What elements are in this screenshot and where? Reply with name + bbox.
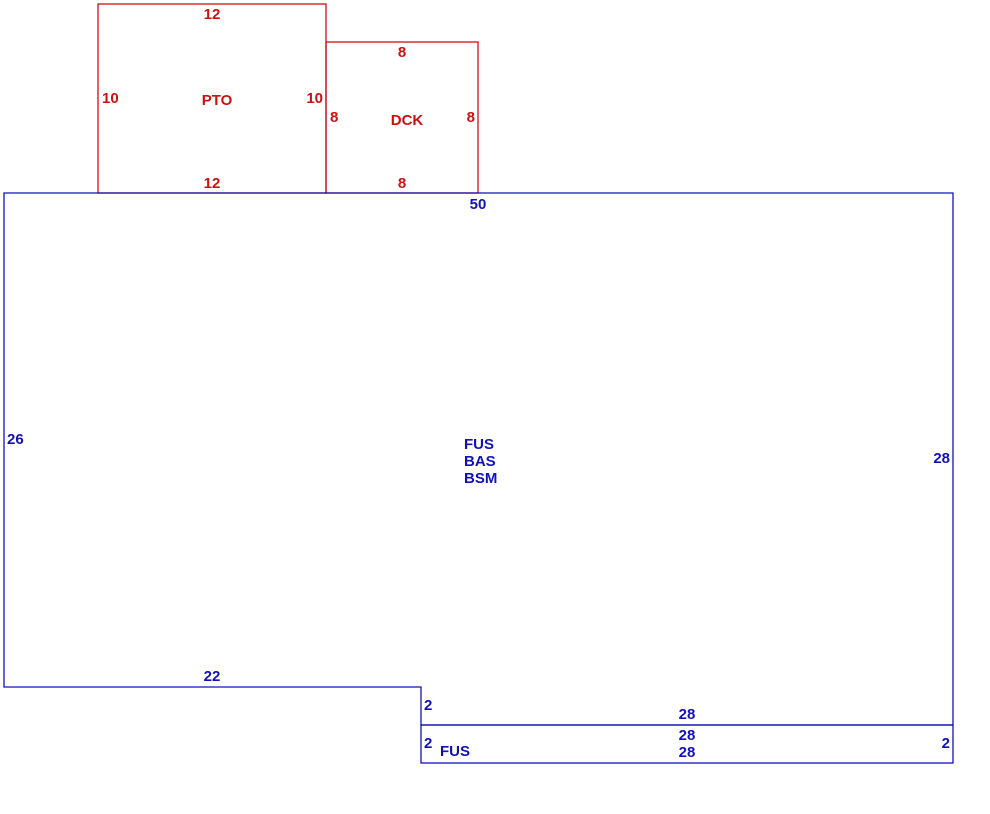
dck-dim-right: 8 — [467, 109, 475, 126]
lower-code: FUS — [440, 743, 470, 760]
lower-fus-outline — [420, 724, 954, 764]
main-code-2: BAS — [464, 453, 496, 470]
dck-dim-left: 8 — [330, 109, 338, 126]
lower-dim-right: 2 — [942, 735, 950, 752]
lower-dim-left: 2 — [424, 735, 432, 752]
main-dim-top: 50 — [470, 196, 487, 213]
main-dim-bottom-right: 28 — [679, 706, 696, 723]
pto-code: PTO — [202, 92, 233, 109]
main-dim-right: 28 — [933, 450, 950, 467]
lower-dim-top: 28 — [679, 727, 696, 744]
lower-dim-bottom: 28 — [679, 744, 696, 761]
main-dim-step: 2 — [424, 697, 432, 714]
dck-code: DCK — [391, 112, 424, 129]
dck-dim-bottom: 8 — [398, 175, 406, 192]
pto-dim-left: 10 — [102, 90, 119, 107]
pto-dim-right: 10 — [306, 90, 323, 107]
dck-dim-top: 8 — [398, 44, 406, 61]
main-code-1: FUS — [464, 436, 494, 453]
main-dim-bottom-left: 22 — [204, 668, 221, 685]
main-dim-left: 26 — [7, 431, 24, 448]
pto-dim-bottom: 12 — [204, 175, 221, 192]
pto-dim-top: 12 — [204, 6, 221, 23]
main-code-3: BSM — [464, 470, 497, 487]
